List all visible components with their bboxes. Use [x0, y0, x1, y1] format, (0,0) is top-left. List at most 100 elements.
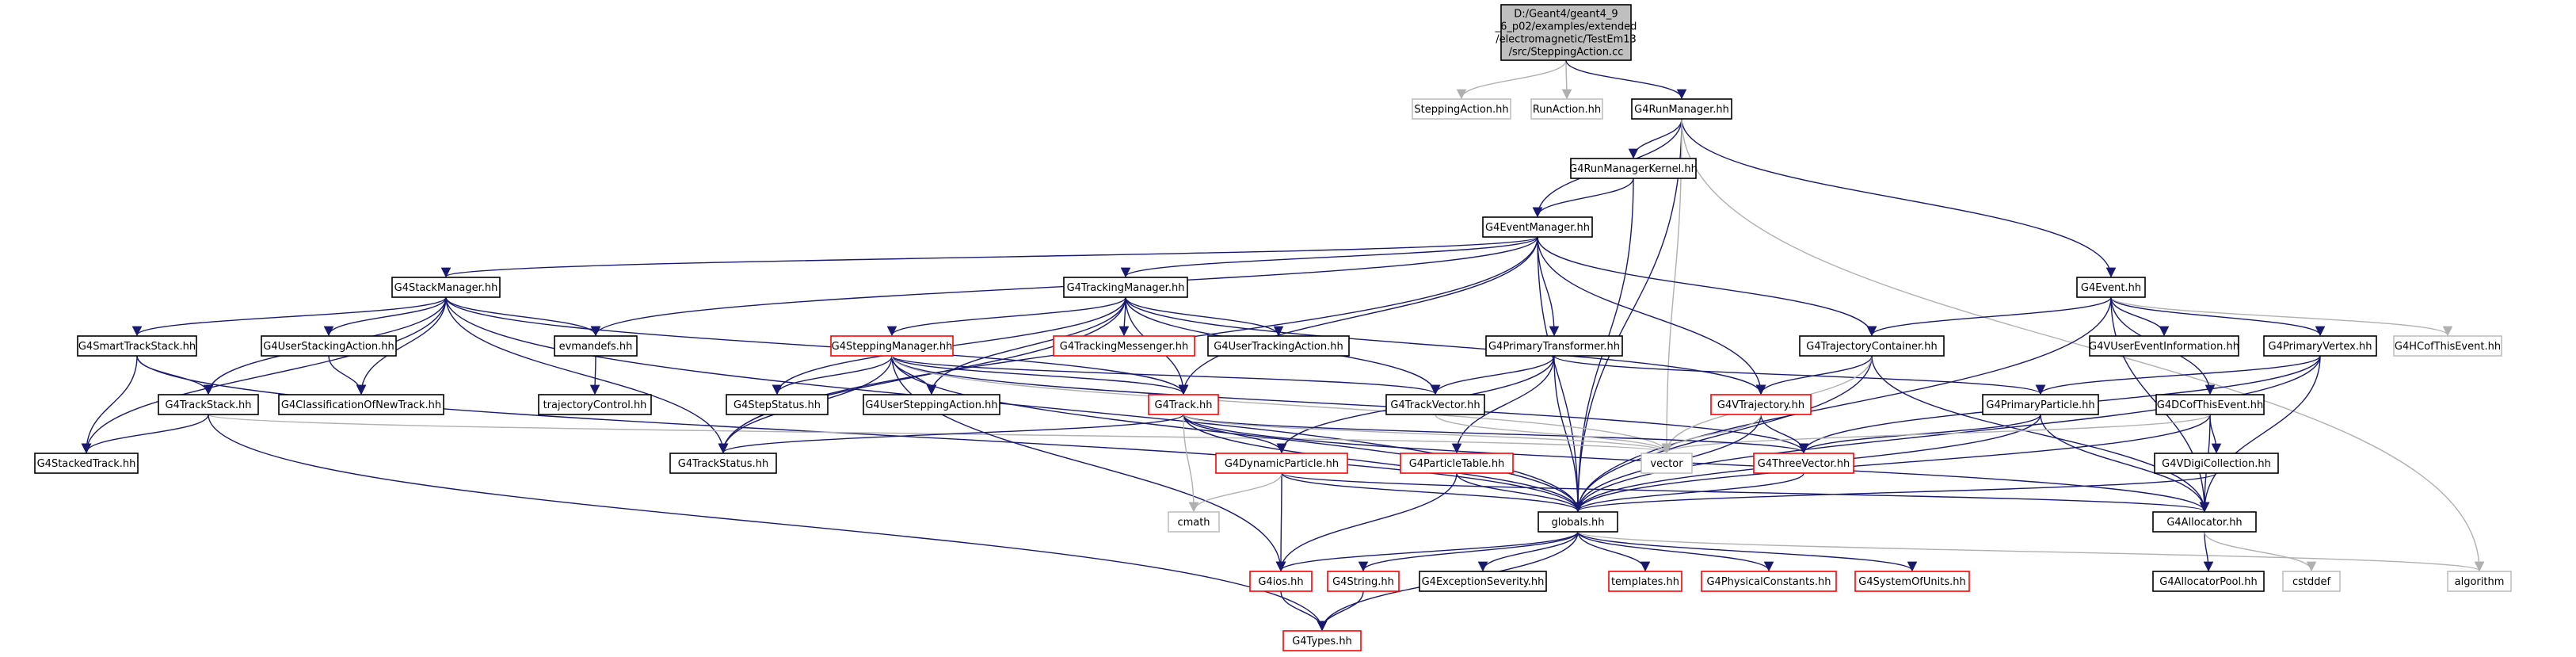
- dependency-edge: [1125, 296, 1766, 395]
- node-g4trackstatus[interactable]: G4TrackStatus.hh: [669, 453, 777, 474]
- node-g4hcofthisevent[interactable]: G4HCofThisEvent.hh: [2393, 335, 2502, 357]
- edge-g4stackmanager-to-g4classificationofnewtrack: [356, 296, 447, 395]
- node-label: G4PrimaryTransformer.hh: [1488, 341, 1620, 353]
- dependency-edge: [1871, 355, 2210, 513]
- node-g4userstackingaction[interactable]: G4UserStackingAction.hh: [261, 335, 397, 357]
- edge-globals-to-g4string: [1358, 531, 1579, 572]
- node-g4particletable[interactable]: G4ParticleTable.hh: [1400, 453, 1514, 474]
- node-g4allocatorpool[interactable]: G4AllocatorPool.hh: [2152, 571, 2265, 592]
- dependency-edge: [1572, 472, 1804, 513]
- node-label: G4Event.hh: [2081, 282, 2141, 294]
- node-label: evmandefs.hh: [559, 341, 633, 353]
- node-box: [669, 453, 777, 474]
- node-g4primaryparticle[interactable]: G4PrimaryParticle.hh: [1982, 394, 2099, 415]
- node-g4primaryvertex[interactable]: G4PrimaryVertex.hh: [2263, 335, 2377, 357]
- node-trajectorycontrol[interactable]: trajectoryControl.hh: [538, 394, 652, 415]
- node-g4runmanagerkernel[interactable]: G4RunManagerKernel.hh: [1569, 158, 1698, 179]
- node-box: [1215, 453, 1348, 474]
- dependency-edge: [2035, 355, 2321, 395]
- node-g4vtrajectory[interactable]: G4VTrajectory.hh: [1710, 394, 1812, 415]
- dependency-edge: [1577, 531, 1651, 572]
- node-root[interactable]: D:/Geant4/geant4_9_6_p02/examples/extend…: [1495, 4, 1637, 61]
- node-label: /electromagnetic/TestEm13: [1496, 34, 1637, 46]
- node-g4systemofunits[interactable]: G4SystemOfUnits.hh: [1854, 571, 1970, 592]
- node-cmath[interactable]: cmath: [1168, 511, 1220, 533]
- node-box: [1412, 98, 1511, 120]
- node-label: G4UserTrackingAction.hh: [1214, 341, 1343, 353]
- node-g4exceptionseverity[interactable]: G4ExceptionSeverity.hh: [1419, 571, 1547, 592]
- node-box: [1701, 571, 1837, 592]
- edge-g4steppingmanager-to-vector: [891, 355, 1672, 454]
- node-g4runmanager[interactable]: G4RunManager.hh: [1631, 98, 1732, 120]
- node-g4eventmanager[interactable]: G4EventManager.hh: [1482, 216, 1593, 238]
- node-g4track[interactable]: G4Track.hh: [1148, 394, 1219, 415]
- node-g4steppingmanager[interactable]: G4SteppingManager.hh: [830, 335, 954, 357]
- node-templates[interactable]: templates.hh: [1608, 571, 1682, 592]
- dependency-edge: [718, 296, 1126, 454]
- node-cstddef[interactable]: cstddef: [2282, 571, 2341, 592]
- node-g4event[interactable]: G4Event.hh: [2076, 277, 2146, 298]
- node-stepping_action_hh[interactable]: SteppingAction.hh: [1412, 98, 1511, 120]
- edge-g4runmanager-to-algorithm: [1681, 118, 2485, 572]
- node-g4stackedtrack[interactable]: G4StackedTrack.hh: [34, 453, 139, 474]
- node-label: G4TrackStack.hh: [166, 399, 252, 411]
- edge-g4threevector-to-globals: [1572, 472, 1804, 513]
- node-g4dynamicparticle[interactable]: G4DynamicParticle.hh: [1215, 453, 1348, 474]
- node-label: trajectoryControl.hh: [543, 399, 647, 411]
- node-g4ios[interactable]: G4ios.hh: [1249, 571, 1313, 592]
- node-box: [1753, 453, 1854, 474]
- edge-g4dcofthisevent-to-g4vdigicollection: [2209, 414, 2222, 454]
- node-box: [1207, 335, 1350, 357]
- node-label: cmath: [1177, 517, 1210, 529]
- node-globals[interactable]: globals.hh: [1538, 511, 1618, 533]
- node-g4usertrackingaction[interactable]: G4UserTrackingAction.hh: [1207, 335, 1350, 357]
- node-label: G4StepStatus.hh: [734, 399, 821, 411]
- node-box: [158, 394, 259, 415]
- node-vector[interactable]: vector: [1640, 453, 1693, 474]
- node-g4string[interactable]: G4String.hh: [1327, 571, 1400, 592]
- node-g4dcofthisevent[interactable]: G4DCofThisEvent.hh: [2155, 394, 2265, 415]
- dependency-edge: [1662, 414, 2211, 454]
- node-g4threevector[interactable]: G4ThreeVector.hh: [1753, 453, 1854, 474]
- dependency-edge: [1565, 59, 1687, 100]
- node-g4primarytransformer[interactable]: G4PrimaryTransformer.hh: [1485, 335, 1623, 357]
- node-g4trajectorycontainer[interactable]: G4TrajectoryContainer.hh: [1799, 335, 1945, 357]
- node-g4trackingmessenger[interactable]: G4TrackingMessenger.hh: [1053, 335, 1195, 357]
- node-g4trackstack[interactable]: G4TrackStack.hh: [158, 394, 259, 415]
- dependency-edge: [1755, 355, 1873, 395]
- node-g4trackingmanager[interactable]: G4TrackingManager.hh: [1063, 277, 1188, 298]
- dependency-edge: [1188, 472, 1282, 513]
- node-label: G4StackedTrack.hh: [37, 458, 136, 470]
- dependency-edge: [1537, 236, 1583, 513]
- node-label: G4TrackVector.hh: [1390, 399, 1480, 411]
- edge-g4smarttrackstack-to-g4trackstack: [136, 355, 214, 395]
- edge-g4primaryvertex-to-g4allocator: [2199, 355, 2321, 513]
- node-label: G4SmartTrackStack.hh: [78, 341, 196, 353]
- node-g4classificationofnewtrack[interactable]: G4ClassificationOfNewTrack.hh: [278, 394, 444, 415]
- node-label: G4PrimaryVertex.hh: [2269, 341, 2372, 353]
- node-g4physicalconstants[interactable]: G4PhysicalConstants.hh: [1701, 571, 1837, 592]
- node-g4smarttrackstack[interactable]: G4SmartTrackStack.hh: [77, 335, 197, 357]
- node-g4allocator[interactable]: G4Allocator.hh: [2152, 511, 2257, 533]
- dependency-edge: [1572, 296, 2112, 513]
- node-evmandefs[interactable]: evmandefs.hh: [554, 335, 638, 357]
- node-label: G4VUserEventInformation.hh: [2089, 341, 2239, 353]
- node-g4vusereventinformation[interactable]: G4VUserEventInformation.hh: [2089, 335, 2239, 357]
- node-algorithm[interactable]: algorithm: [2447, 571, 2512, 592]
- edge-g4primaryparticle-to-g4threevector: [1798, 414, 2041, 454]
- dependency-edge: [1183, 414, 1199, 513]
- edge-g4dynamicparticle-to-cmath: [1188, 472, 1282, 513]
- node-g4stackmanager[interactable]: G4StackManager.hh: [391, 277, 501, 298]
- node-g4stepstatus[interactable]: G4StepStatus.hh: [726, 394, 829, 415]
- node-box: [863, 394, 1000, 415]
- node-run_action_hh[interactable]: RunAction.hh: [1530, 98, 1603, 120]
- node-g4usersteppingaction[interactable]: G4UserSteppingAction.hh: [863, 394, 1000, 415]
- edge-g4track-to-vector: [1183, 414, 1672, 454]
- dependency-edge: [1537, 236, 1877, 337]
- node-label: G4Types.hh: [1292, 636, 1352, 647]
- node-g4trackvector[interactable]: G4TrackVector.hh: [1385, 394, 1485, 415]
- node-box: [1640, 453, 1693, 474]
- node-g4types[interactable]: G4Types.hh: [1282, 630, 1362, 651]
- node-g4vdigicollection[interactable]: G4VDigiCollection.hh: [2154, 453, 2279, 474]
- edge-g4dynamicparticle-to-g4ios: [1275, 472, 1286, 572]
